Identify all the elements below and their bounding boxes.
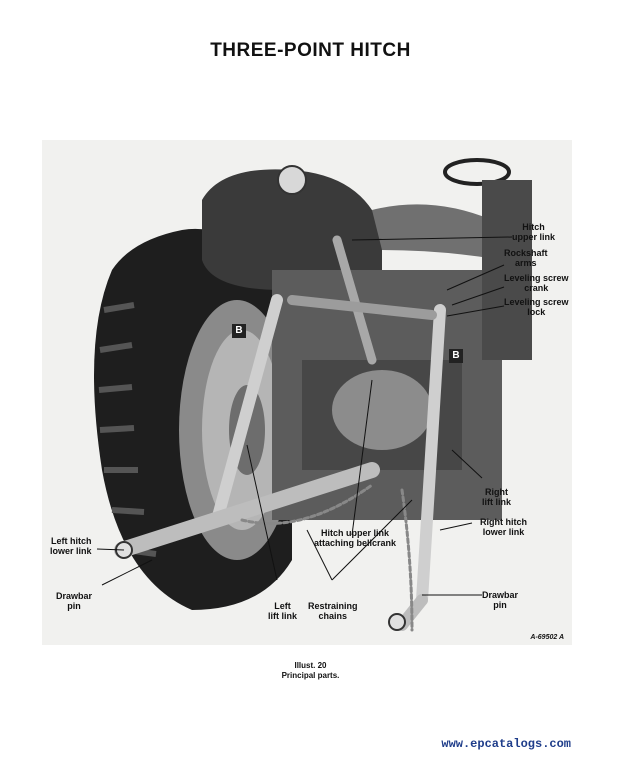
label-right-lift-link: Right lift link bbox=[482, 487, 511, 507]
tractor-hitch-illustration bbox=[94, 158, 532, 632]
label-drawbar-pin-left: Drawbar pin bbox=[56, 591, 93, 611]
leader-lines bbox=[96, 236, 513, 596]
page-title: THREE-POINT HITCH bbox=[210, 40, 411, 61]
label-leveling-screw-lock: Leveling screw lock bbox=[504, 297, 569, 317]
hitch-linkage bbox=[114, 235, 446, 632]
principal-parts-photo: B B Hitch upper link Rockshaft arms Leve… bbox=[42, 140, 572, 645]
tractor-body bbox=[272, 158, 532, 520]
label-leveling-screw-crank: Leveling screw crank bbox=[504, 273, 569, 293]
figure-number: A-69502 A bbox=[530, 634, 564, 641]
label-restraining-chains: Restraining chains bbox=[308, 601, 358, 621]
label-hitch-upper-link: Hitch upper link bbox=[512, 222, 556, 242]
marker-b-left: B bbox=[232, 324, 246, 338]
fender bbox=[202, 165, 382, 294]
label-drawbar-pin-right: Drawbar pin bbox=[482, 590, 519, 610]
label-left-lift-link: Left lift link bbox=[268, 601, 297, 621]
marker-b-right: B bbox=[449, 349, 463, 363]
figure-caption: Illust. 20 Principal parts. bbox=[0, 661, 621, 681]
website-watermark: www.epcatalogs.com bbox=[441, 737, 571, 751]
label-right-hitch-lower-link: Right hitch lower link bbox=[480, 517, 527, 537]
caption-description: Principal parts. bbox=[281, 671, 340, 680]
label-left-hitch-lower-link: Left hitch lower link bbox=[50, 536, 92, 556]
label-rockshaft-arms: Rockshaft arms bbox=[504, 248, 548, 268]
label-hitch-upper-link-bellcrank: Hitch upper link attaching bellcrank bbox=[314, 528, 397, 548]
caption-illustration-number: Illust. 20 bbox=[294, 661, 327, 670]
